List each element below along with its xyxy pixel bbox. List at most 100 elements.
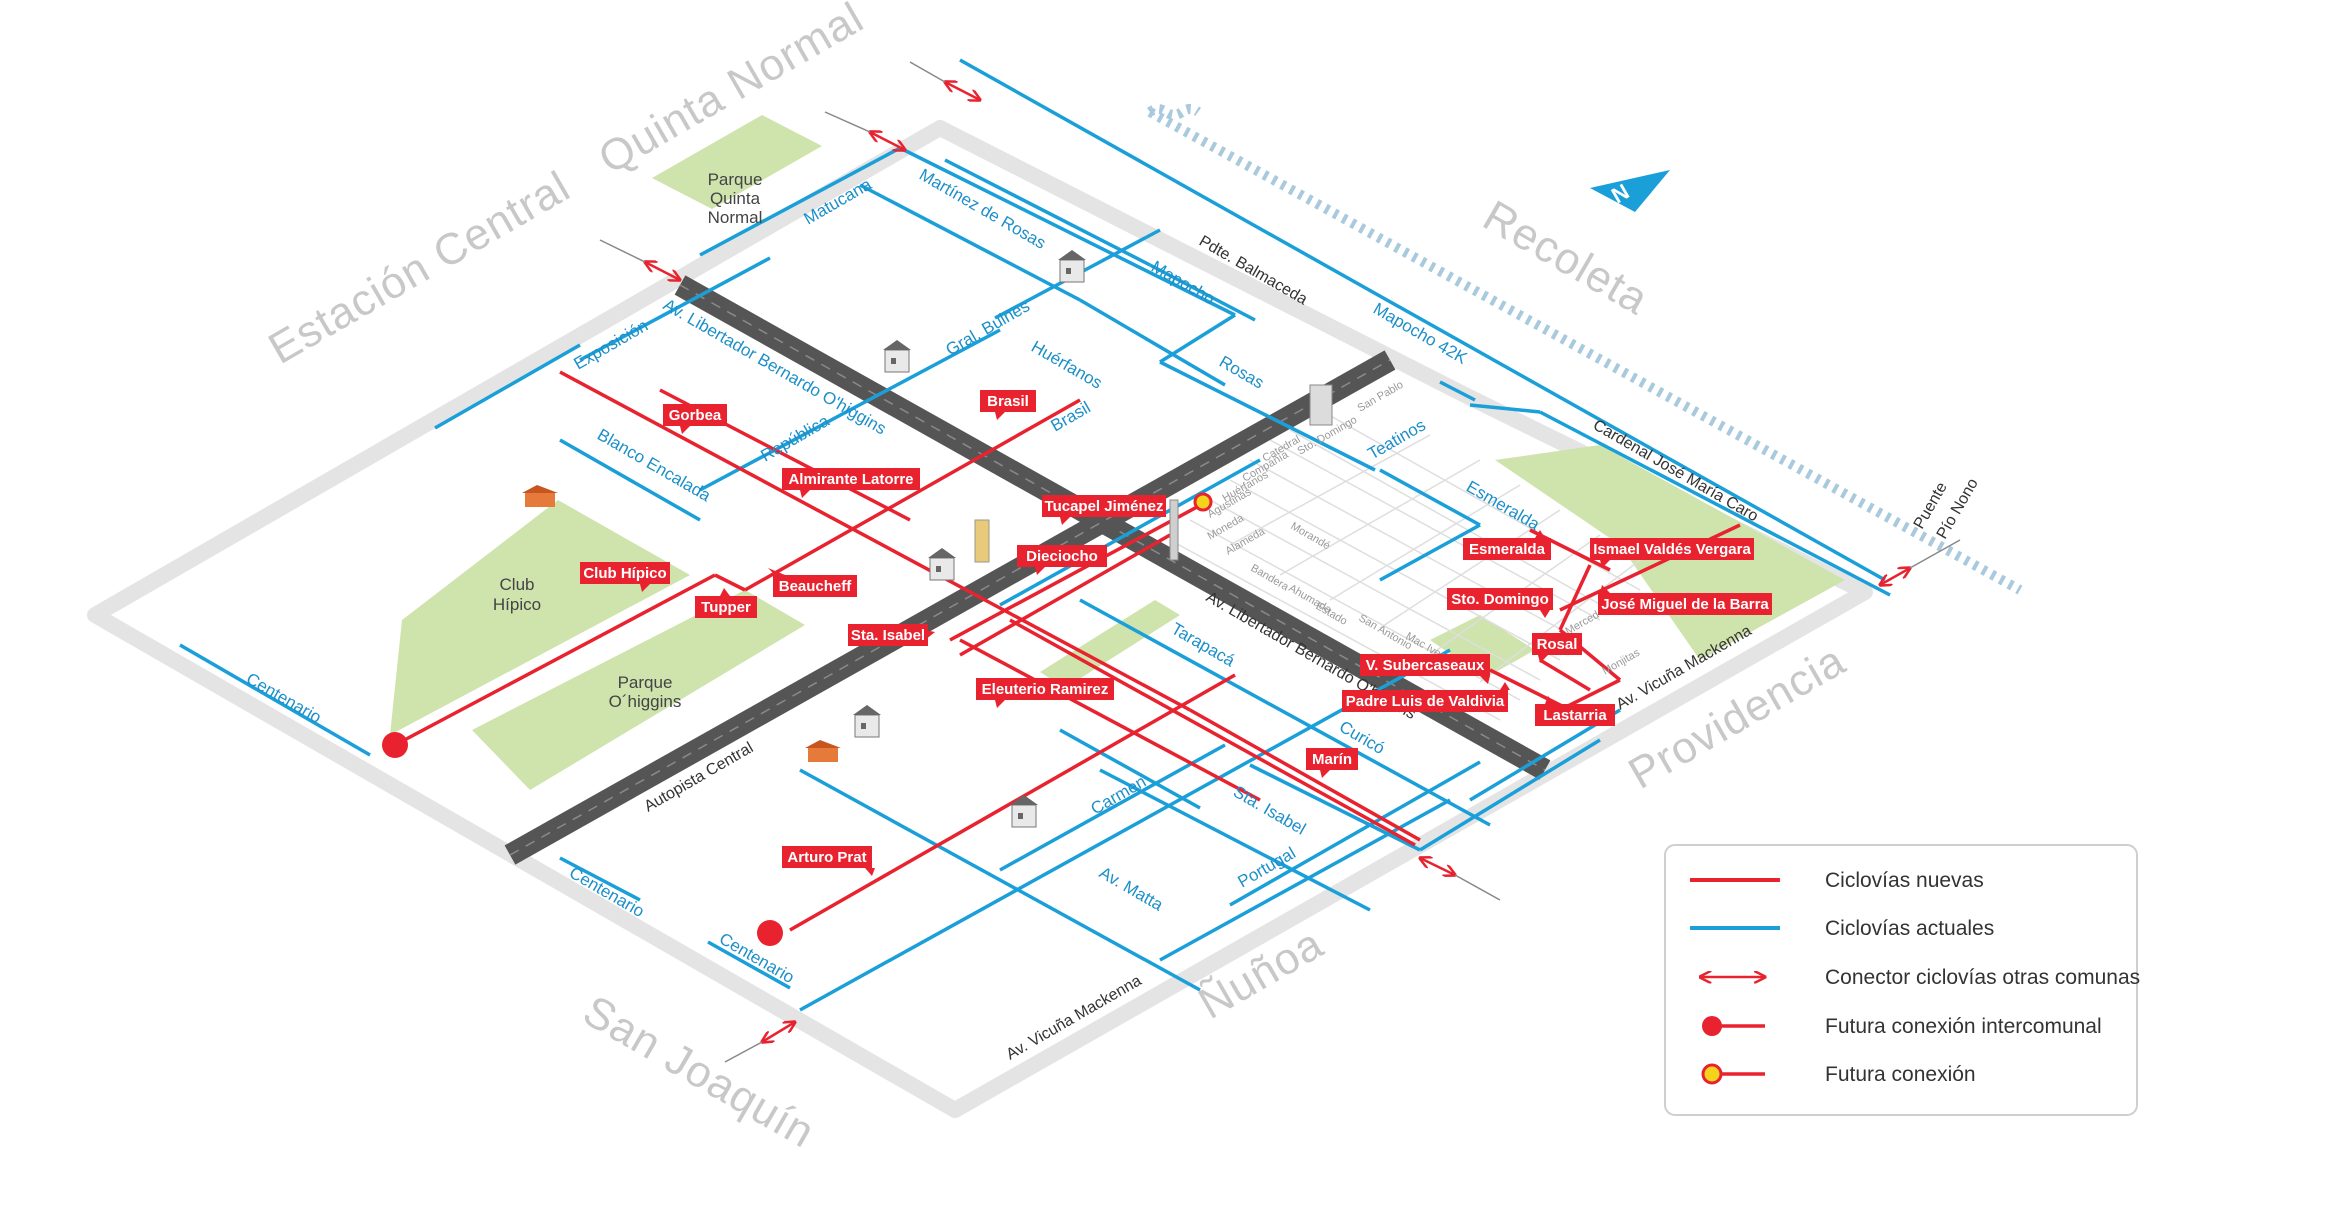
future-intercommunal-connections: [382, 732, 783, 946]
legend-box: [1664, 844, 2138, 1116]
tag-gorbea: Gorbea: [663, 404, 727, 434]
legend-item-connector: Conector ciclovías otras comunas: [1700, 966, 2140, 989]
tag-club-hipico: Club Hípico: [580, 562, 670, 592]
svg-text:Gorbea: Gorbea: [669, 407, 722, 424]
legend-yellow-dot-icon: [1701, 1063, 1723, 1085]
park-label-ohiggins-1: Parque: [618, 673, 673, 692]
svg-text:V. Subercaseaux: V. Subercaseaux: [1366, 657, 1485, 674]
tag-jose-miguel-de-la-barra: José Miguel de la Barra: [1598, 585, 1772, 615]
connector-lines: [599, 61, 1961, 1063]
street-rosas: Rosas: [1216, 352, 1267, 393]
svg-text:Rosal: Rosal: [1537, 636, 1578, 653]
tag-arturo-prat: Arturo Prat: [782, 846, 875, 876]
legend-label-new-lanes: Ciclovías nuevas: [1825, 869, 1984, 892]
legend-label-connector: Conector ciclovías otras comunas: [1825, 966, 2140, 989]
tag-almirante-latorre: Almirante Latorre: [782, 468, 920, 498]
park-quinta-normal: [652, 115, 822, 209]
tag-v-subercaseaux: V. Subercaseaux: [1360, 654, 1490, 684]
legend-label-current-lanes: Ciclovías actuales: [1825, 917, 1994, 940]
tag-marin: Marín: [1306, 748, 1358, 778]
monument-icon: [1169, 499, 1179, 561]
legend: Ciclovías nuevas Ciclovías actuales Cone…: [1664, 844, 2140, 1116]
park-label-club-hipico-2: Hípico: [493, 595, 541, 614]
future-intercommunal-dot: [382, 732, 408, 758]
street-teatinos: Teatinos: [1365, 415, 1429, 463]
park-label-quinta-normal-2: Quinta: [710, 189, 761, 208]
building-icon: [1010, 795, 1038, 828]
svg-text:Arturo Prat: Arturo Prat: [787, 849, 866, 866]
tag-dieciocho: Dieciocho: [1017, 545, 1107, 575]
svg-text:Lastarria: Lastarria: [1543, 707, 1607, 724]
tag-padre-luis-de-valdivia: Padre Luis de Valdivia: [1342, 682, 1510, 712]
svg-text:Tupper: Tupper: [701, 599, 751, 616]
tag-lastarria: Lastarria: [1535, 696, 1615, 726]
svg-text:Eleuterio Ramirez: Eleuterio Ramirez: [982, 681, 1109, 698]
north-arrow: N: [1590, 170, 1670, 212]
house-icon: [522, 485, 558, 507]
park-labels: Parque Quinta Normal Club Hípico Parque …: [493, 170, 763, 711]
future-connection-dot: [1193, 492, 1213, 512]
legend-item-new-lanes: Ciclovías nuevas: [1690, 869, 1984, 892]
new-bike-lanes: [394, 370, 1741, 932]
building-icons: [522, 250, 1333, 828]
downtown-street-label: Morandé: [1289, 520, 1333, 552]
tower-icon: [1309, 384, 1333, 426]
svg-text:Sto. Domingo: Sto. Domingo: [1451, 591, 1549, 608]
park-label-quinta-normal-1: Parque: [708, 170, 763, 189]
building-icon: [853, 705, 881, 738]
mapocho-river: [1147, 104, 2023, 595]
tower-icon: [974, 519, 990, 563]
highway-autopista-central: [504, 350, 1396, 865]
park-club-hipico: [390, 500, 690, 735]
svg-text:Ismael Valdés Vergara: Ismael Valdés Vergara: [1593, 541, 1751, 558]
svg-text:Marín: Marín: [1312, 751, 1352, 768]
street-huerfanos: Huérfanos: [1028, 337, 1105, 393]
park-ohiggins: [472, 590, 805, 790]
svg-text:José Miguel de la Barra: José Miguel de la Barra: [1601, 596, 1769, 613]
tag-sta-isabel: Sta. Isabel: [848, 624, 935, 646]
current-bike-lanes: [179, 58, 1891, 1012]
new-lane-tags: Gorbea Brasil Almirante Latorre Tucapel …: [580, 390, 1772, 876]
svg-text:Beaucheff: Beaucheff: [779, 578, 853, 595]
future-intercommunal-dot: [757, 920, 783, 946]
tag-eleuterio-ramirez: Eleuterio Ramirez: [976, 678, 1114, 708]
tag-brasil: Brasil: [980, 390, 1036, 420]
connector-arrows: [645, 82, 1910, 1042]
svg-text:Sta. Isabel: Sta. Isabel: [851, 627, 925, 644]
downtown-street-label: Bandera: [1249, 562, 1292, 594]
svg-text:Dieciocho: Dieciocho: [1026, 548, 1098, 565]
park-alameda-strip: [1040, 600, 1180, 688]
house-icon: [805, 740, 841, 762]
svg-text:Brasil: Brasil: [987, 393, 1029, 410]
tag-beaucheff: Beaucheff: [768, 568, 857, 597]
building-icon: [883, 340, 911, 373]
svg-text:Padre Luis de Valdivia: Padre Luis de Valdivia: [1346, 693, 1505, 710]
building-icon: [1058, 250, 1086, 283]
park-label-club-hipico-1: Club: [500, 575, 535, 594]
legend-item-current-lanes: Ciclovías actuales: [1690, 917, 1994, 940]
tag-ismael-valdes-vergara: Ismael Valdés Vergara: [1590, 538, 1754, 568]
street-gral-bulnes: Gral. Bulnes: [943, 296, 1034, 359]
commune-estacion-central: Estación Central: [261, 162, 579, 374]
street-tarapaca: Tarapacá: [1168, 619, 1239, 671]
legend-item-future-connection: Futura conexión: [1701, 1063, 1976, 1086]
park-label-quinta-normal-3: Normal: [708, 208, 763, 227]
street-republica: República: [758, 411, 833, 466]
svg-text:Esmeralda: Esmeralda: [1469, 541, 1546, 558]
legend-red-dot-icon: [1702, 1016, 1722, 1036]
svg-text:Club Hípico: Club Hípico: [583, 565, 666, 582]
tag-esmeralda: Esmeralda: [1463, 530, 1551, 560]
building-icon: [928, 548, 956, 581]
tag-tucapel-jimenez: Tucapel Jiménez: [1042, 495, 1166, 525]
svg-text:Tucapel Jiménez: Tucapel Jiménez: [1045, 498, 1164, 515]
tag-rosal: Rosal: [1532, 633, 1582, 663]
park-label-ohiggins-2: O´higgins: [609, 692, 682, 711]
tag-sto-domingo: Sto. Domingo: [1447, 588, 1553, 618]
tag-tupper: Tupper: [695, 588, 757, 618]
downtown-street-label: Monjitas: [1601, 646, 1643, 677]
svg-text:Almirante Latorre: Almirante Latorre: [788, 471, 913, 488]
street-av-matta: Av. Matta: [1096, 863, 1167, 915]
legend-label-future-intercommunal: Futura conexión intercomunal: [1825, 1015, 2102, 1038]
legend-item-future-intercommunal: Futura conexión intercomunal: [1702, 1015, 2102, 1038]
